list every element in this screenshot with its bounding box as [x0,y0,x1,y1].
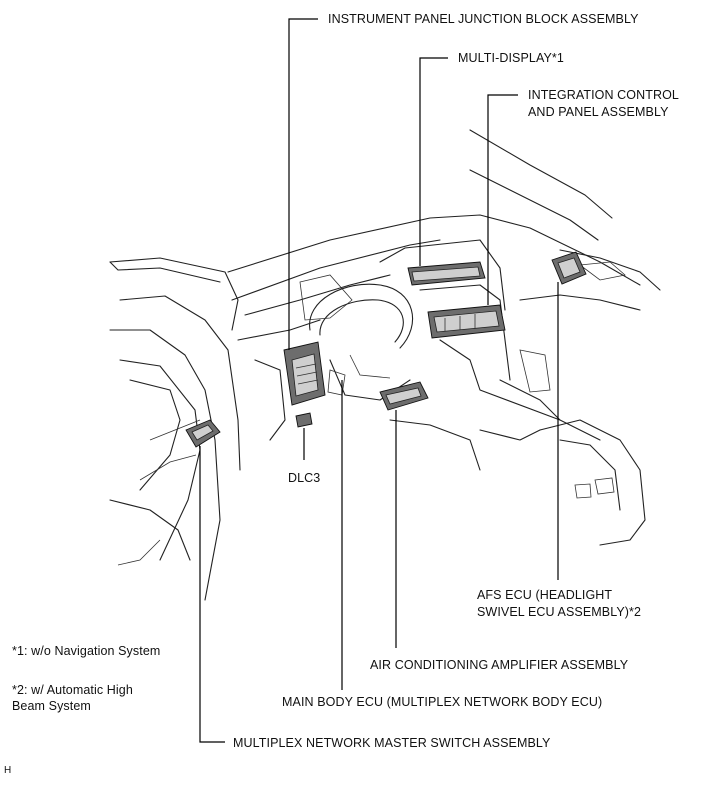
master-switch-part [185,419,221,448]
label-multi-display: MULTI-DISPLAY*1 [458,51,564,65]
label-instrument-panel-junction-block: INSTRUMENT PANEL JUNCTION BLOCK ASSEMBLY [328,12,639,26]
label-air-conditioning-amplifier: AIR CONDITIONING AMPLIFIER ASSEMBLY [370,658,629,672]
label-main-body-ecu: MAIN BODY ECU (MULTIPLEX NETWORK BODY EC… [282,695,603,709]
label-afs-ecu-line1: AFS ECU (HEADLIGHT [477,588,613,602]
dlc3-connector-part [295,412,313,428]
corner-mark: H [4,765,12,776]
label-afs-ecu-line2: SWIVEL ECU ASSEMBLY)*2 [477,605,642,619]
label-multiplex-master-switch: MULTIPLEX NETWORK MASTER SWITCH ASSEMBLY [233,736,551,750]
note-2-line2: Beam System [12,699,91,713]
label-dlc3: DLC3 [288,471,321,485]
integration-panel-part [427,304,506,339]
label-integration-control-line1: INTEGRATION CONTROL [528,88,679,102]
note-1: *1: w/o Navigation System [12,644,161,658]
dashboard-outline [227,129,661,546]
multi-display-part [407,261,486,286]
door-outline [109,257,241,601]
leader-lines [199,18,559,743]
air-conditioning-amplifier-part [379,381,429,411]
afs-ecu-part [551,251,587,285]
label-integration-control-line2: AND PANEL ASSEMBLY [528,105,669,119]
junction-block-part [283,341,326,406]
note-2-line1: *2: w/ Automatic High [12,683,133,697]
